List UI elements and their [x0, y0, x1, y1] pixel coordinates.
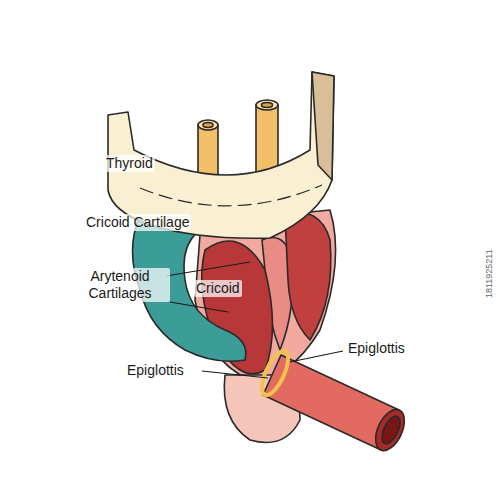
tube-opening	[256, 100, 278, 110]
part-label: Epiglottis	[346, 340, 407, 357]
watermark-number: 1811925211	[484, 247, 494, 300]
part-label: Arytenoid Cartilages	[70, 268, 170, 302]
arytenoid-cartilage	[285, 213, 331, 340]
part-label: Cricoid	[194, 280, 242, 297]
tube-opening	[262, 103, 273, 108]
ring	[257, 347, 294, 398]
part-label: Epiglottis	[125, 362, 186, 379]
leader-line	[166, 262, 250, 276]
tube-opening	[198, 120, 218, 130]
leader-line	[290, 351, 343, 362]
part-label: Cricoid Cartilage	[84, 214, 191, 231]
thyroid-inner	[312, 72, 334, 180]
tube-lumen	[378, 413, 403, 446]
tube-end	[370, 405, 410, 455]
thyroid-seam	[140, 185, 322, 206]
part-label: Thyroid	[104, 155, 155, 172]
leader-line	[202, 371, 268, 378]
leader-line	[170, 302, 228, 312]
tube-opening	[203, 123, 213, 128]
